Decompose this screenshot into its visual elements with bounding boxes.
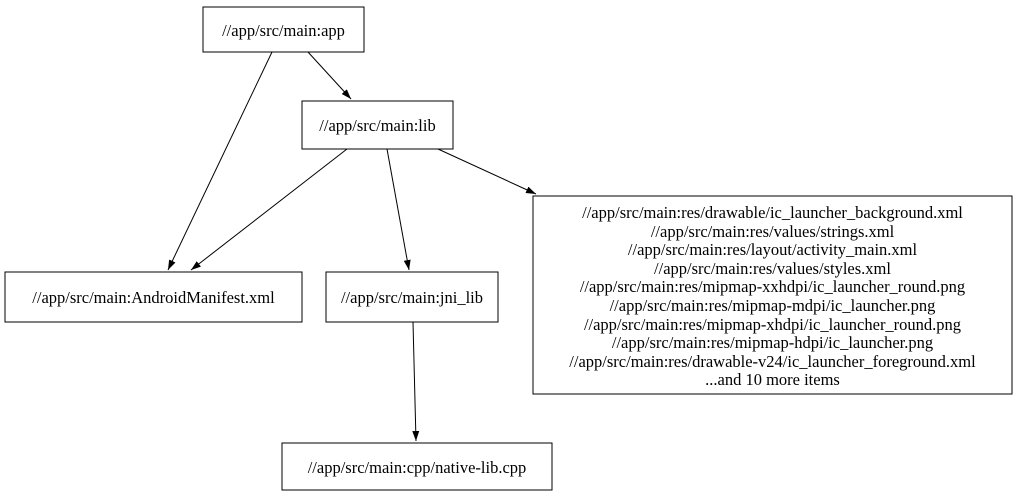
node-lib: //app/src/main:lib — [301, 100, 454, 150]
node-resgroup-line: //app/src/main:res/mipmap-mdpi/ic_launch… — [610, 296, 936, 315]
node-resgroup-line: //app/src/main:res/layout/activity_main.… — [628, 240, 918, 259]
node-jnilib-label: //app/src/main:jni_lib — [341, 288, 483, 307]
edge-jnilib-to-nativelibcpp — [412, 321, 420, 442]
node-nativelibcpp: //app/src/main:cpp/native-lib.cpp — [281, 442, 553, 491]
node-jnilib-box — [325, 271, 499, 323]
node-resgroup: //app/src/main:res/drawable/ic_launcher_… — [532, 195, 1013, 395]
node-lib-label: //app/src/main:lib — [319, 116, 435, 135]
node-resgroup-line: ...and 10 more items — [705, 370, 840, 389]
node-resgroup-line: //app/src/main:res/values/styles.xml — [654, 259, 891, 278]
node-resgroup-line: //app/src/main:res/drawable/ic_launcher_… — [582, 203, 963, 222]
node-nativelibcpp-label: //app/src/main:cpp/native-lib.cpp — [308, 458, 527, 477]
node-androidmanifest-box — [4, 271, 303, 323]
node-nativelibcpp-box — [281, 442, 553, 491]
edge-app-to-androidmanifest — [167, 51, 273, 271]
node-app-label: //app/src/main:app — [222, 21, 345, 40]
node-androidmanifest: //app/src/main:AndroidManifest.xml — [4, 271, 303, 323]
node-app: //app/src/main:app — [202, 6, 365, 53]
edge-lib-to-androidmanifest — [190, 148, 348, 271]
edge-lib-to-resgroup — [437, 148, 537, 195]
node-resgroup-line: //app/src/main:res/mipmap-xhdpi/ic_launc… — [584, 315, 961, 334]
node-resgroup-line: //app/src/main:res/mipmap-xxhdpi/ic_laun… — [580, 277, 965, 296]
edges-layer — [167, 51, 537, 442]
node-androidmanifest-label: //app/src/main:AndroidManifest.xml — [32, 288, 275, 307]
node-resgroup-line: //app/src/main:res/mipmap-hdpi/ic_launch… — [612, 333, 933, 352]
node-jnilib: //app/src/main:jni_lib — [325, 271, 499, 323]
node-resgroup-line: //app/src/main:res/values/strings.xml — [651, 222, 895, 241]
node-resgroup-line: //app/src/main:res/drawable-v24/ic_launc… — [569, 352, 976, 371]
edge-lib-to-jnilib — [386, 148, 411, 271]
node-lib-box — [301, 100, 454, 150]
node-resgroup-box — [532, 195, 1013, 395]
edge-app-to-lib — [307, 51, 352, 100]
node-app-box — [202, 6, 365, 53]
